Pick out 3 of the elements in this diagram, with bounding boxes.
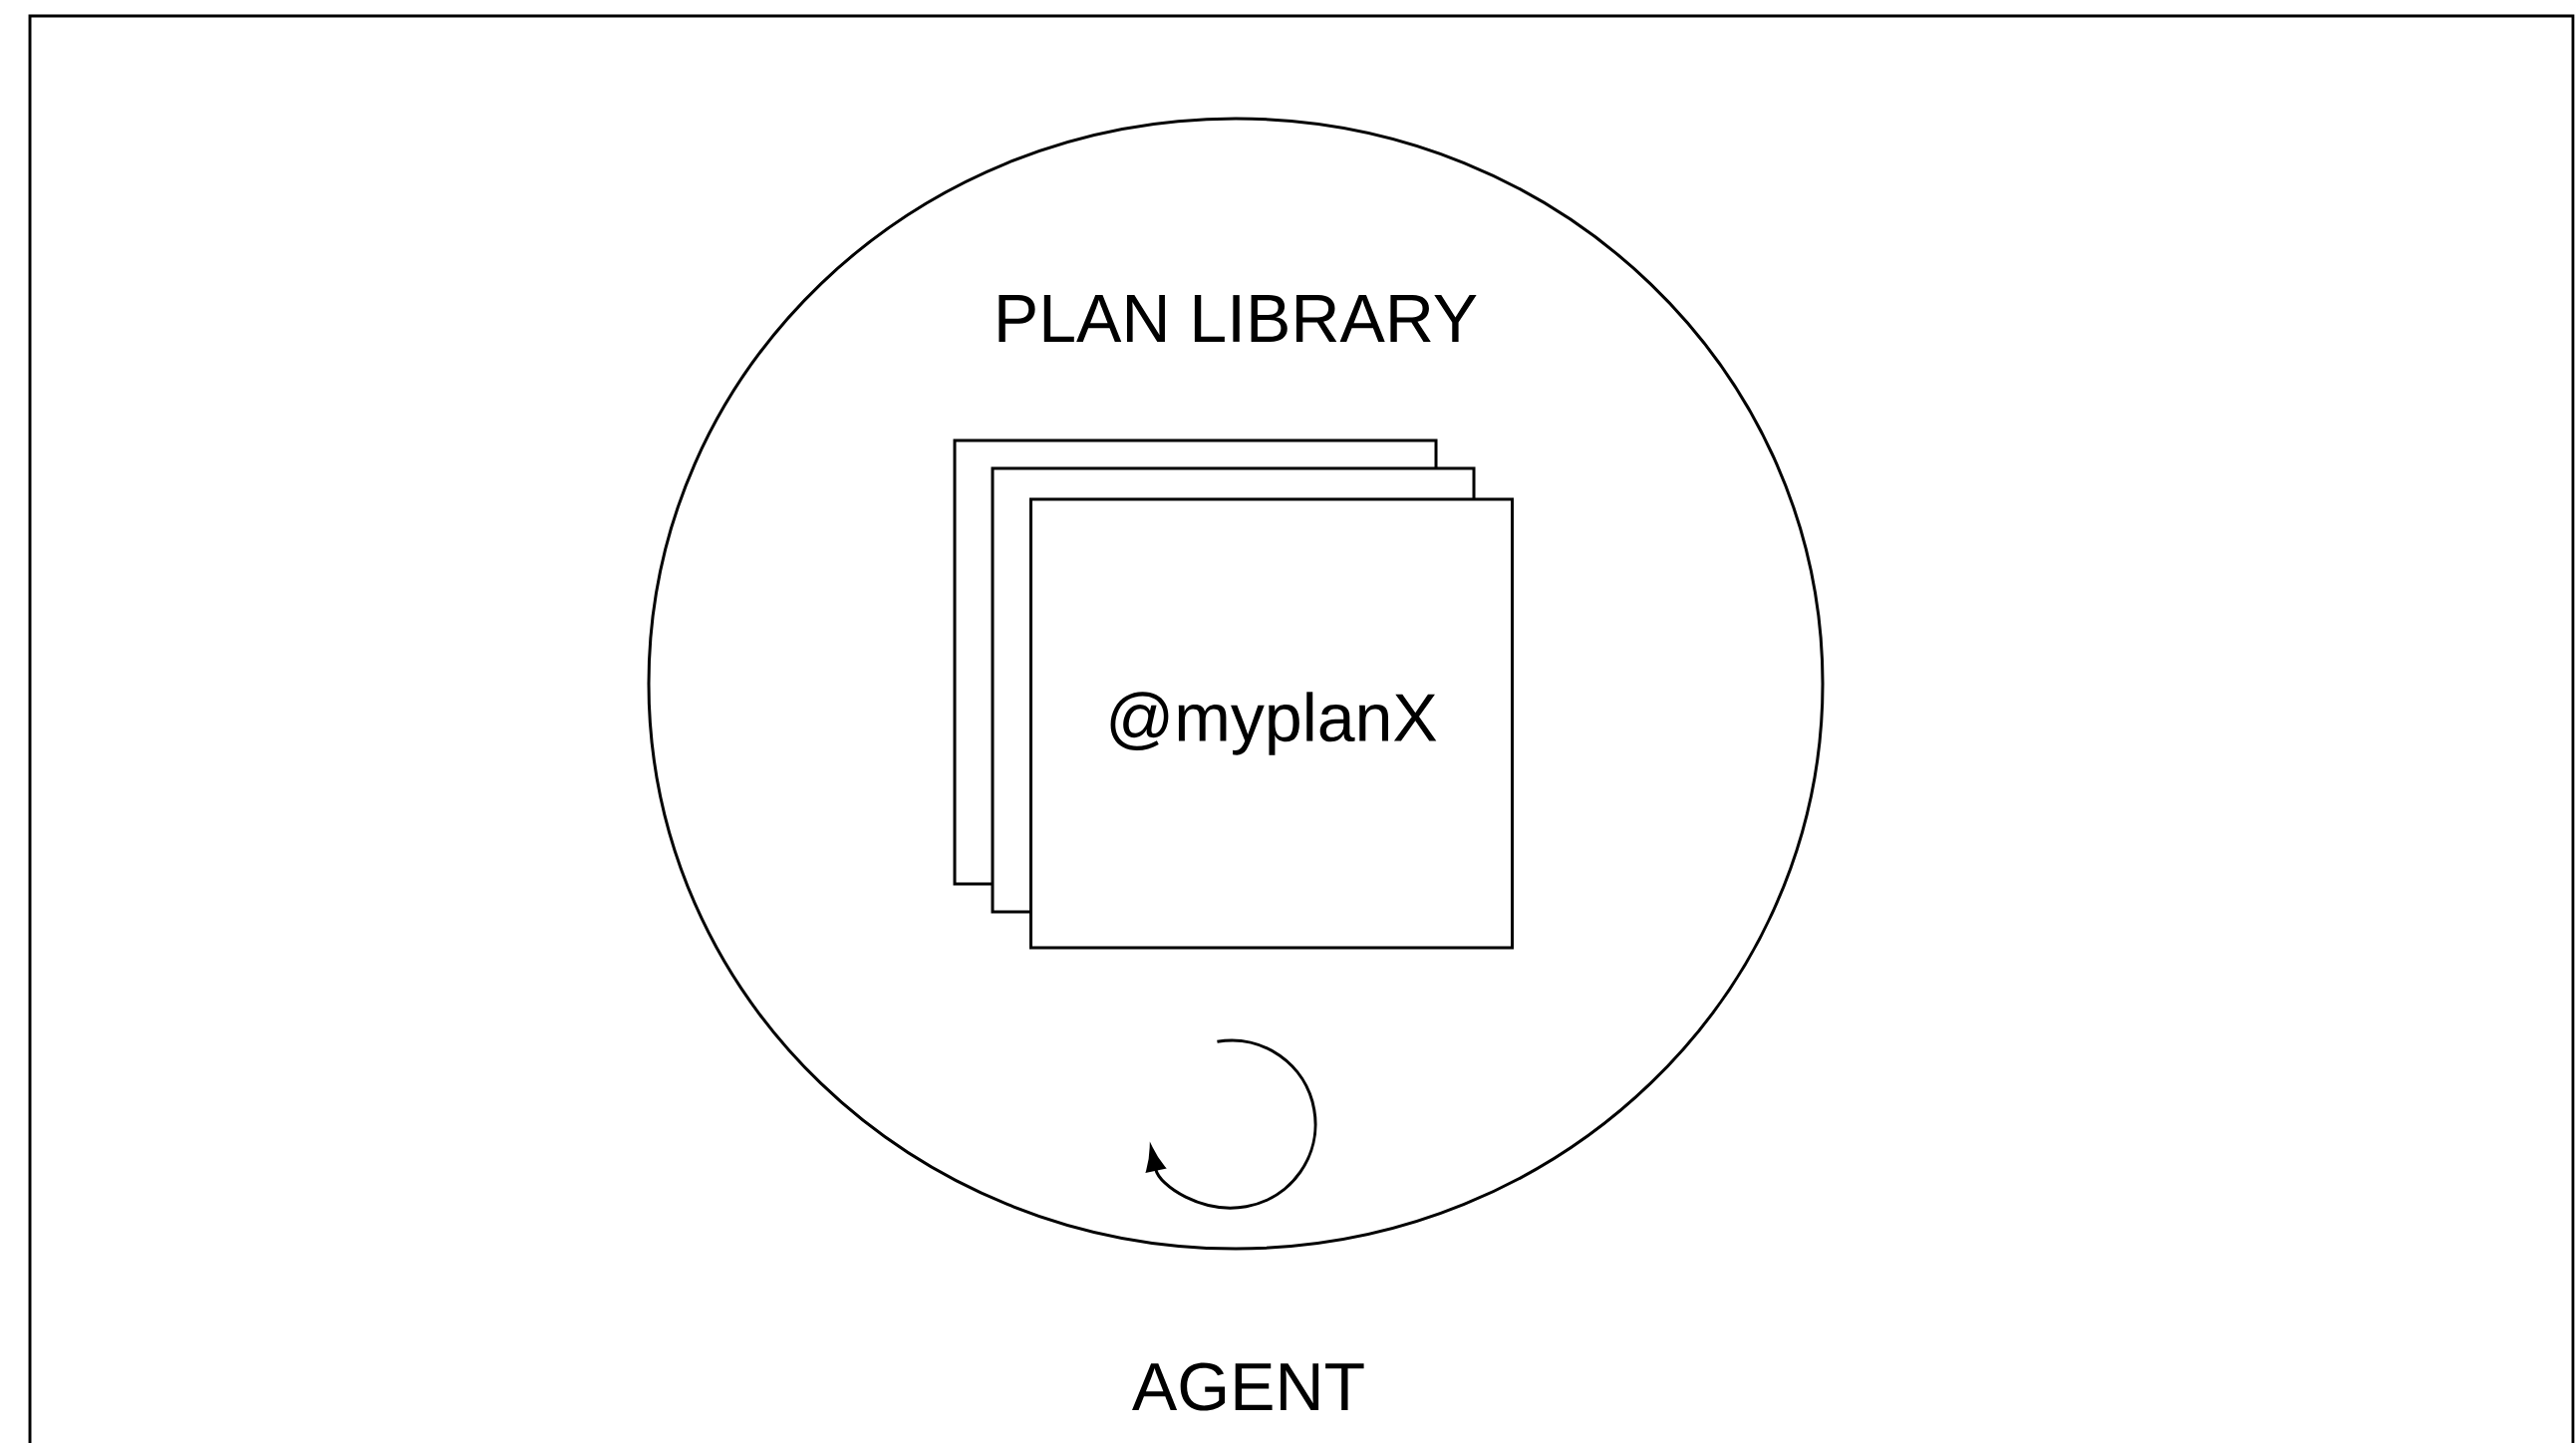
heading: AGENT — [1132, 1362, 1364, 1411]
heading: PLAN LIBRARY — [999, 295, 1477, 342]
stacked-cards-drawing: @myplanX — [953, 438, 1514, 950]
